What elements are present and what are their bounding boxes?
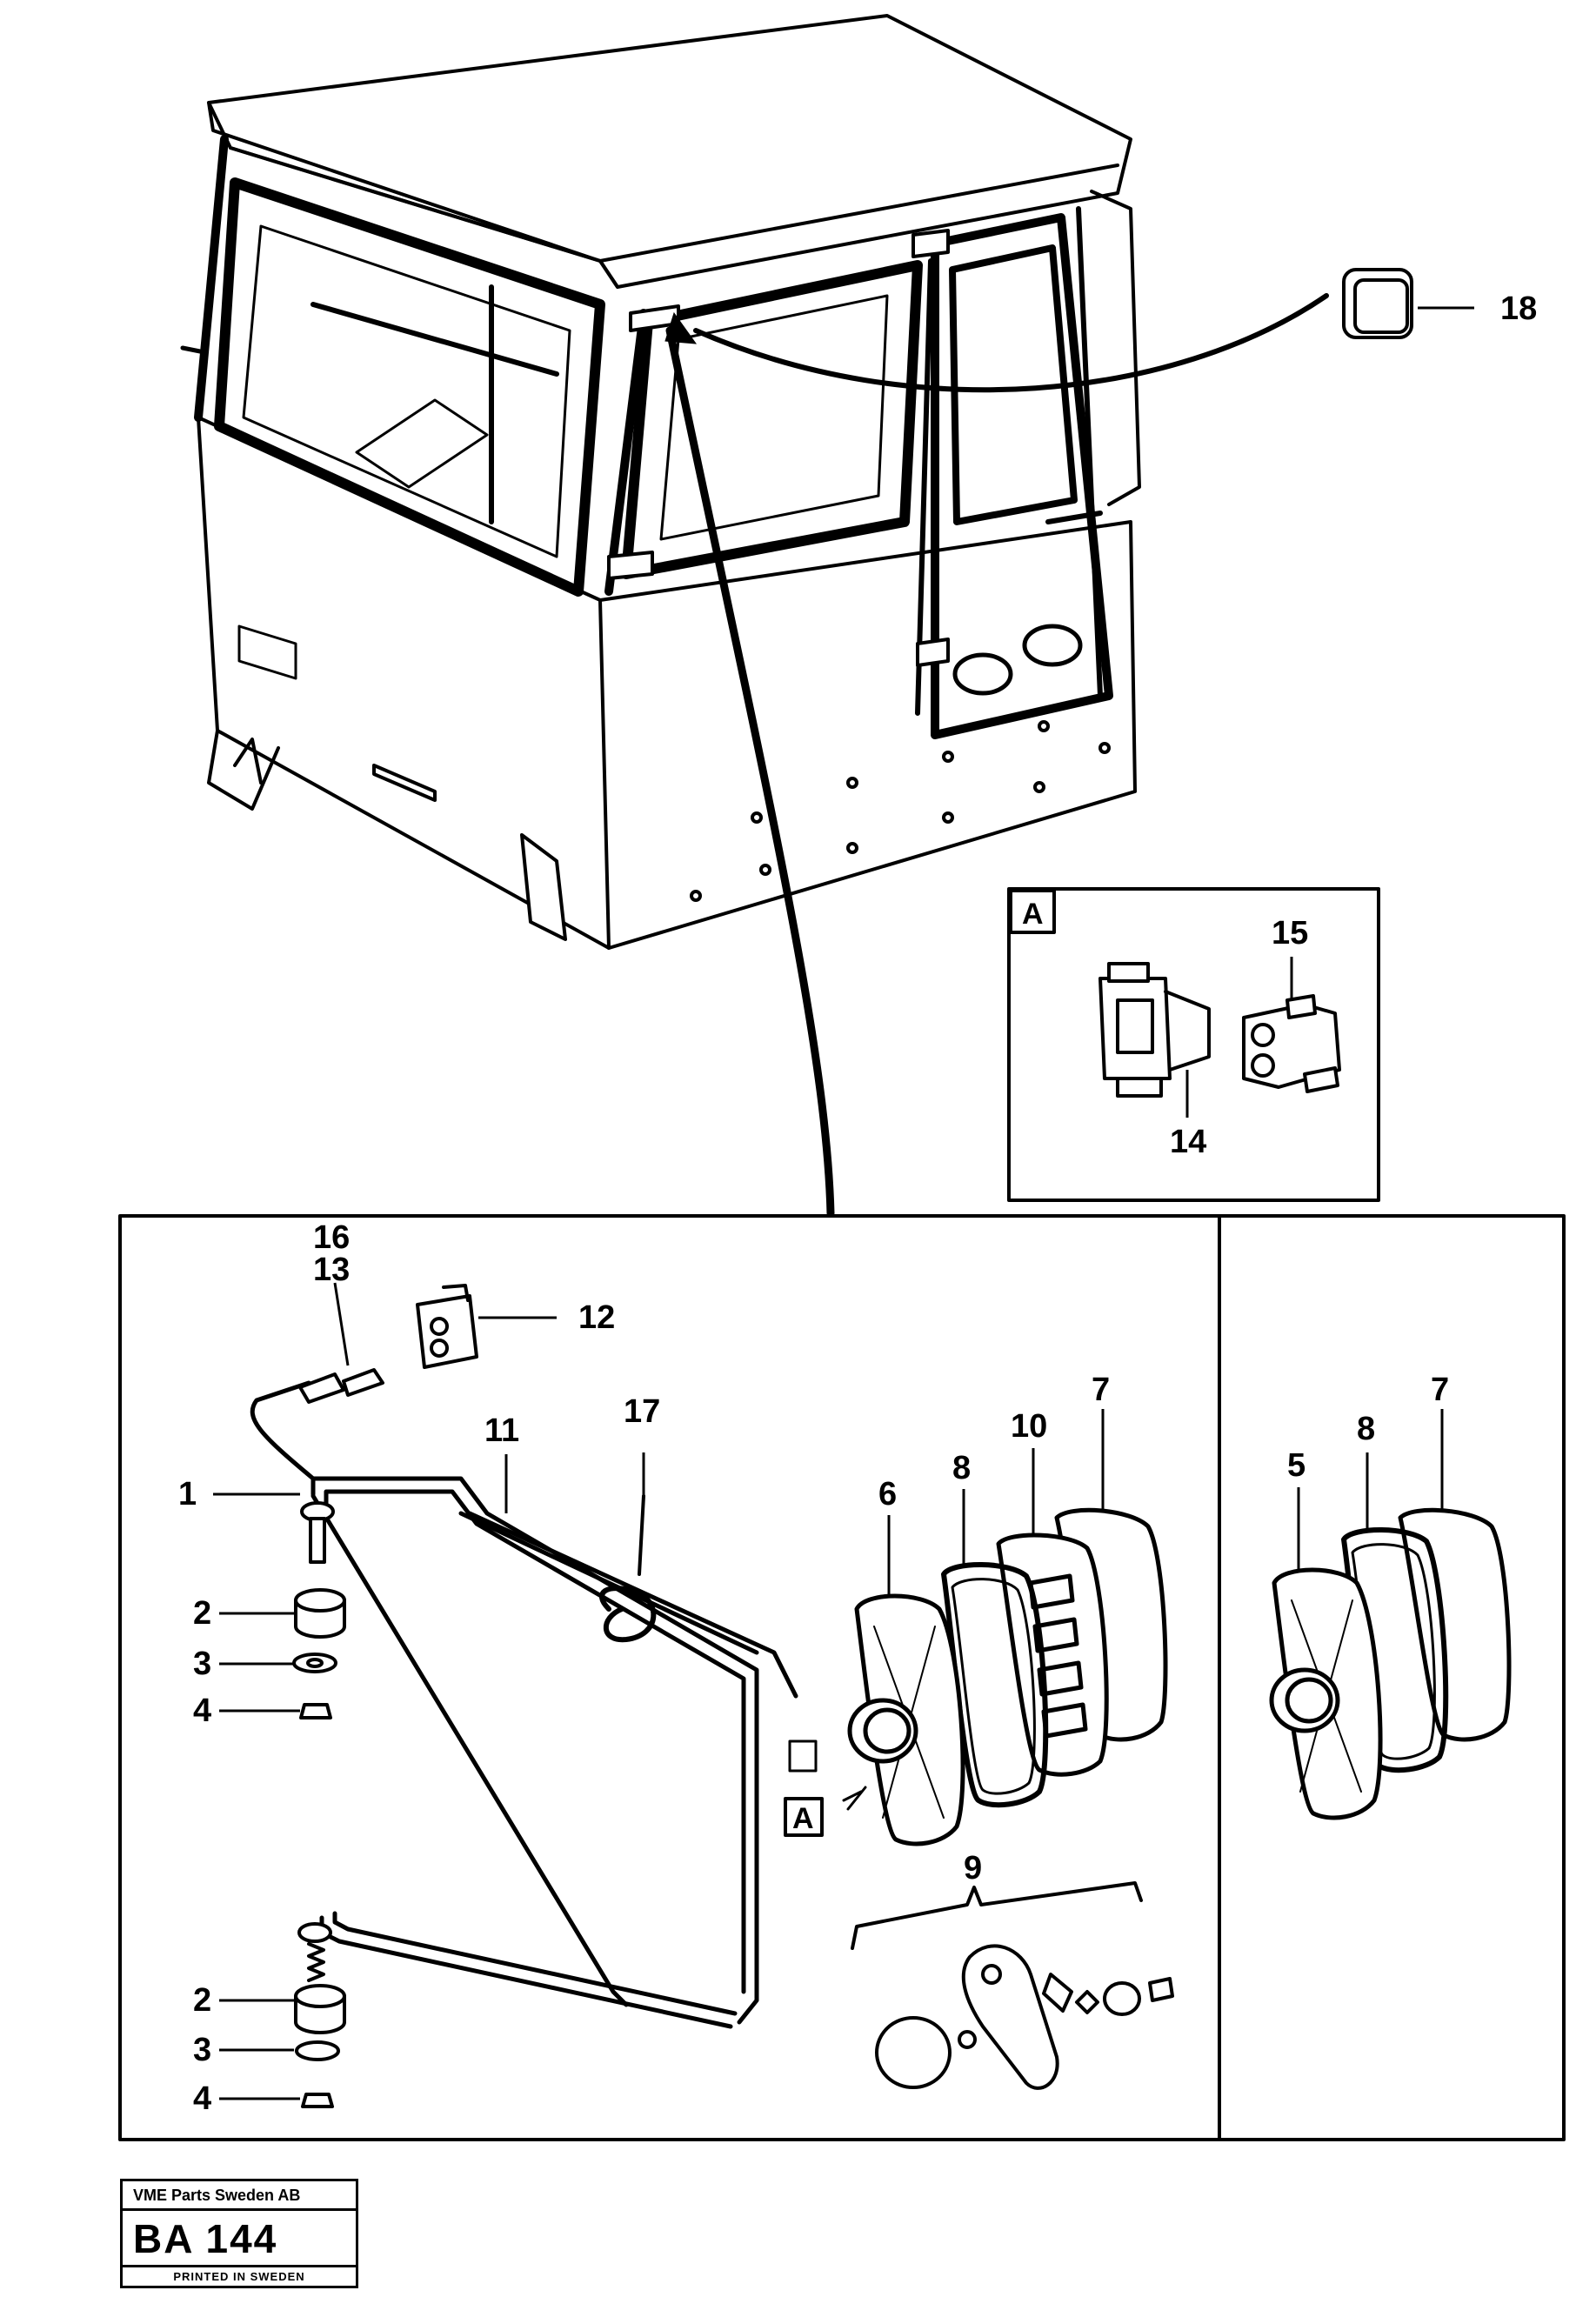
callout-11: 11 bbox=[484, 1412, 519, 1449]
callout-16: 16 bbox=[313, 1219, 350, 1256]
mount-upper bbox=[292, 1501, 346, 1719]
callout-7a: 7 bbox=[1092, 1372, 1110, 1408]
detail-a-frame bbox=[1007, 887, 1380, 1202]
mirror-arm-11 bbox=[250, 1380, 798, 2029]
connector-housing-14 bbox=[1099, 962, 1211, 1098]
connector-plug-15 bbox=[1242, 994, 1341, 1093]
callout-1: 1 bbox=[178, 1476, 197, 1512]
callout-13: 13 bbox=[313, 1252, 350, 1288]
connector-12 bbox=[416, 1284, 478, 1369]
callout-7b: 7 bbox=[1431, 1372, 1449, 1408]
callout-10: 10 bbox=[1011, 1408, 1047, 1445]
callout-9: 9 bbox=[964, 1850, 982, 1886]
connector-a-tag-box bbox=[784, 1797, 824, 1837]
mirror-housing-5 bbox=[1269, 1567, 1383, 1820]
detail-frame bbox=[118, 1214, 1566, 2141]
bracket-kit-9 bbox=[875, 1944, 1174, 2090]
callout-6: 6 bbox=[878, 1476, 897, 1512]
detail-a-tag: A bbox=[1022, 898, 1044, 931]
cab-to-detail-arrow bbox=[665, 326, 835, 1218]
connector-a-stub bbox=[788, 1739, 818, 1773]
callout-4b: 4 bbox=[193, 2080, 211, 2117]
connector-a-tag: A bbox=[792, 1802, 814, 1835]
title-block-company: VME Parts Sweden AB bbox=[123, 2181, 356, 2211]
cable-to-18 bbox=[693, 293, 1329, 393]
terminal-13-16 bbox=[298, 1368, 384, 1404]
mount-lower bbox=[294, 1922, 346, 2108]
mirror-housing-6 bbox=[842, 1593, 965, 1846]
callout-8b: 8 bbox=[1357, 1411, 1375, 1447]
callout-15: 15 bbox=[1272, 915, 1308, 952]
callout-8a: 8 bbox=[952, 1450, 971, 1486]
mirror-back-7b bbox=[1398, 1507, 1512, 1742]
cab-illustration bbox=[180, 14, 1141, 950]
callout-18: 18 bbox=[1500, 290, 1537, 327]
detail-a-tag-box bbox=[1009, 889, 1056, 934]
callout-3a: 3 bbox=[193, 1646, 211, 1682]
cab-arrowhead bbox=[664, 311, 698, 344]
leader-13 bbox=[333, 1282, 350, 1366]
bracket-9-brace bbox=[851, 1881, 1143, 1950]
callout-4a: 4 bbox=[193, 1693, 211, 1729]
callout-2b: 2 bbox=[193, 1982, 211, 2019]
callout-2a: 2 bbox=[193, 1595, 211, 1632]
callout-12: 12 bbox=[578, 1299, 615, 1336]
title-block: VME Parts Sweden AB BA 144 PRINTED IN SW… bbox=[120, 2179, 358, 2288]
title-block-printed: PRINTED IN SWEDEN bbox=[123, 2265, 356, 2286]
callout-17: 17 bbox=[624, 1393, 660, 1430]
title-block-code: BA 144 bbox=[133, 2216, 278, 2261]
callout-14: 14 bbox=[1170, 1124, 1206, 1160]
lamp-18-illustration bbox=[1342, 268, 1413, 339]
callout-5: 5 bbox=[1287, 1447, 1306, 1484]
callout-3b: 3 bbox=[193, 2032, 211, 2068]
